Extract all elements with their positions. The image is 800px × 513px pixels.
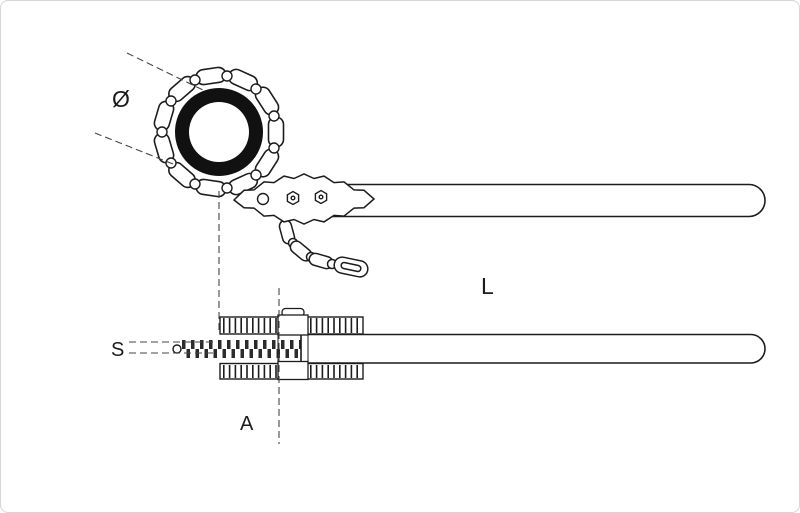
chain-clamp [277,307,309,381]
handle-top-view [320,183,766,218]
dim-diagonal-upper [126,52,204,91]
label-length: L [481,273,494,299]
head-hole-hex-2 [314,189,328,205]
label-diameter: Ø [112,86,130,112]
handle-side-view [300,333,766,364]
label-jaw-width: A [240,413,254,435]
chain-tail [278,219,369,278]
head-hole-hex-1 [286,190,300,206]
chain-side-view [172,340,301,358]
label-chain-thickness: S [111,339,124,361]
chain-ring [153,66,285,198]
pipe-ring [175,88,263,176]
dimension-lines [94,52,280,444]
chain-ring-pins [156,70,280,194]
wrench-head [232,173,376,225]
head-hole-round [256,192,270,206]
dim-diagonal-lower [94,132,174,165]
